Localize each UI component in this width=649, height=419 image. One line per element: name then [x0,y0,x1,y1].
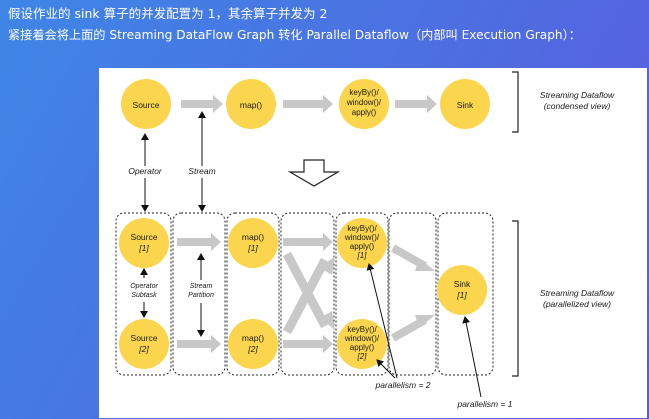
condensed-node-map-label: map() [240,100,262,110]
node-window-1-index: [1] [357,251,368,260]
group-box-partition-1 [172,212,226,376]
node-source-1-index: [1] [138,243,149,253]
parallelism-2-pointer-a [366,263,398,379]
node-window-2-label-1: keyBy()/ [347,325,377,334]
node-window-1-label-1: keyBy()/ [347,224,377,233]
condensed-node-sink [440,79,490,129]
arrow-map1-window2-head [320,311,335,330]
stream-partition-annotation-1: Stream [190,283,213,290]
arrow-map2-window2 [283,335,333,353]
condensed-view-subtitle: (condensed view) [544,101,611,111]
slide-title-line-1: 假设作业的 sink 算子的并发配置为 1，其余算子并发为 2 [8,6,328,21]
dataflow-diagram: Source map() keyBy()/ window()/ apply() … [115,71,615,409]
group-box-partition-3 [388,212,437,376]
arrow-source1-map1 [177,233,221,251]
arrow-map2-window1 [283,257,329,335]
condensed-arrow-2 [283,95,333,113]
node-window-2-index: [2] [357,352,368,361]
condensed-node-window-label-2: window()/ [346,98,382,107]
node-source-2 [119,319,169,369]
condensed-node-source-label: Source [133,100,160,110]
node-window-1 [337,218,387,268]
parallel-bracket [512,220,519,377]
node-window-2-label-2: window()/ [344,334,380,343]
slide-title-line-2: 紧接着会将上面的 Streaming DataFlow Graph 转化 Par… [8,28,581,42]
arrow-window2-sink-head [415,315,435,328]
node-window-2-label-3: apply() [350,343,375,352]
parallel-view-subtitle: (parallelized view) [543,299,611,309]
node-map-1-index: [1] [247,243,258,253]
condensed-view: Source map() keyBy()/ window()/ apply() … [121,71,615,133]
node-source-2-index: [2] [138,344,149,354]
condensed-node-window [339,79,389,129]
node-window-2 [337,319,387,369]
operator-annotation: Operator [128,166,163,176]
parallelism-1-annotation: parallelism = 1 [456,399,512,409]
node-sink-1-label: Sink [454,279,471,289]
arrow-window1-sink-head [415,258,435,271]
parallelism-2-pointer-b [376,359,396,379]
group-box-source [115,212,172,376]
diagram-panel: Source map() keyBy()/ window()/ apply() … [99,68,647,418]
node-sink-1 [437,265,487,315]
condensed-node-sink-label: Sink [457,100,474,110]
condensed-node-window-label-1: keyBy()/ [349,88,379,97]
node-source-2-label: Source [131,333,158,343]
condensed-node-map [226,79,276,129]
condensed-bracket [512,71,519,133]
node-map-1-label: map() [242,232,264,242]
condensed-view-title: Streaming Dataflow [540,90,615,100]
node-source-1-label: Source [131,232,158,242]
top-annotations: Operator Stream [128,111,216,212]
stream-partition-annotation-2: Partition [188,292,214,299]
node-map-1 [228,218,278,268]
node-map-2-index: [2] [247,344,258,354]
node-source-1 [119,218,169,268]
condensed-arrow-3 [395,95,437,113]
condensed-node-window-label-3: apply() [352,108,377,117]
arrow-map2-window1-head [320,256,335,275]
group-box-window [335,212,389,376]
parallel-view: Source [1] Source [2] map() [1] map() [2… [115,212,615,409]
condensed-node-source [121,79,171,129]
node-sink-1-index: [1] [456,290,467,300]
parallelism-2-annotation: parallelism = 2 [374,380,430,390]
operator-subtask-annotation-2: Subtask [131,292,157,299]
node-map-2 [228,319,278,369]
group-box-map [226,212,280,376]
node-window-1-label-3: apply() [350,242,375,251]
arrow-source2-map2 [177,335,221,353]
condensed-arrow-1 [181,95,223,113]
stream-annotation: Stream [188,166,215,176]
arrow-map1-window1 [283,233,333,251]
parallelism-1-pointer [462,316,482,398]
operator-subtask-annotation-1: Operator [130,283,158,290]
group-box-sink [437,212,494,376]
transform-down-arrow [287,159,341,187]
node-map-2-label: map() [242,333,264,343]
node-window-1-label-2: window()/ [344,233,380,242]
parallel-view-title: Streaming Dataflow [540,288,615,298]
